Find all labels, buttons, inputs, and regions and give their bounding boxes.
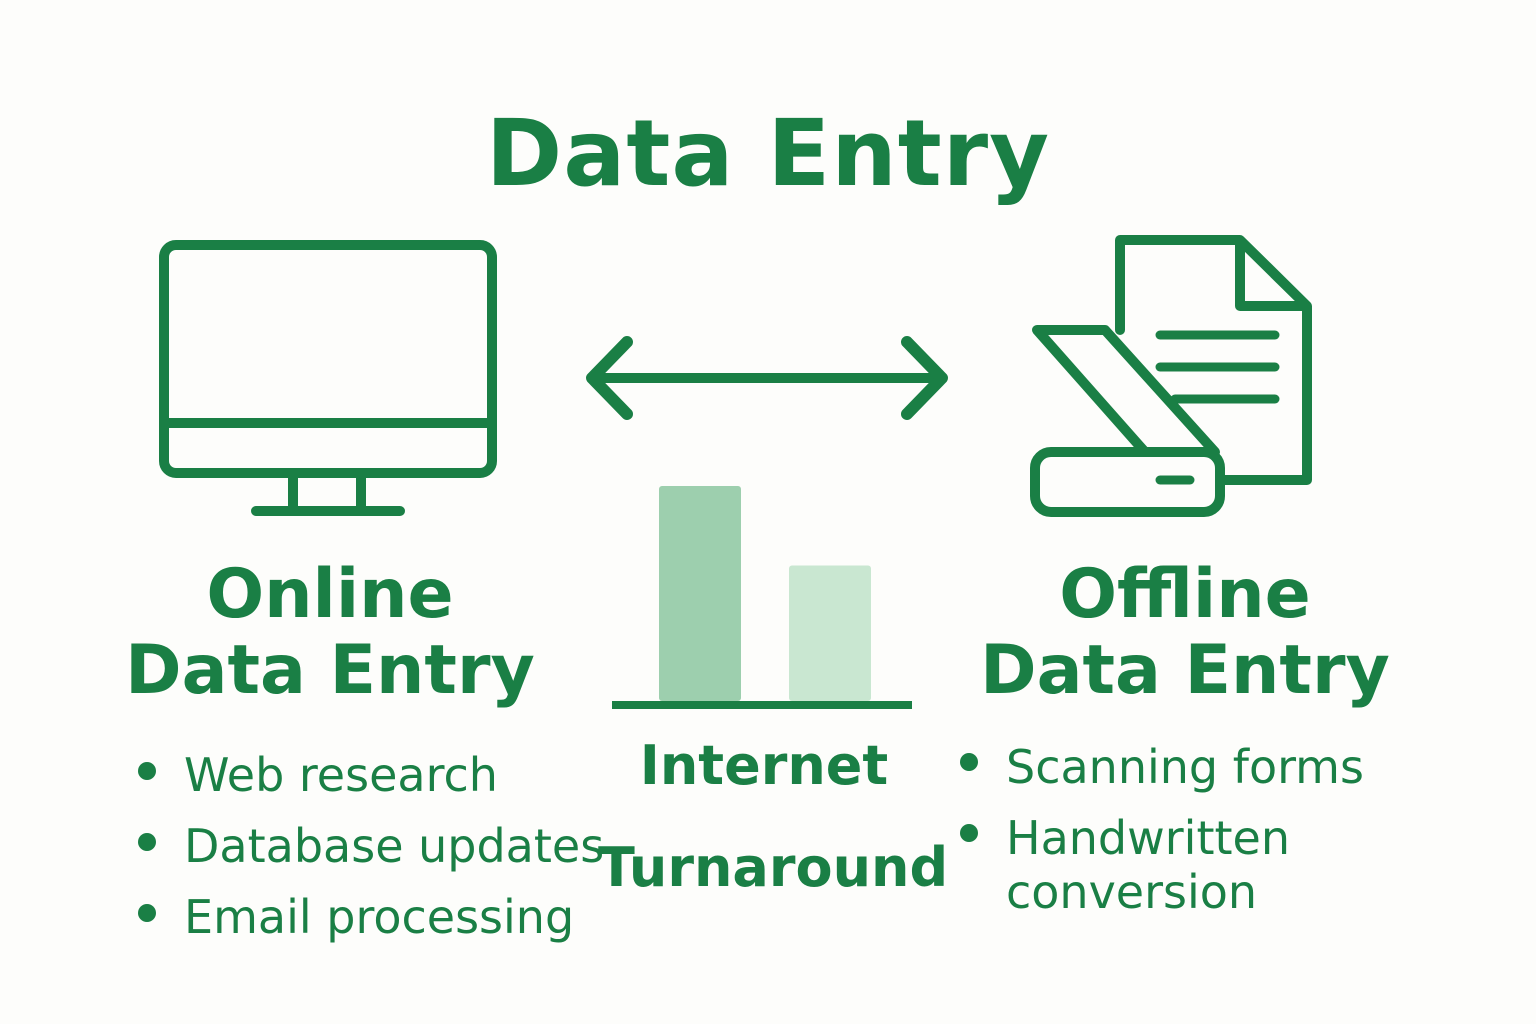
bullet-dot [960,753,978,771]
list-item-label: Handwritten [1006,811,1290,865]
offline-heading-line1: Offline [1059,555,1311,634]
offline-heading: Offline Data Entry [975,557,1395,709]
bullet-dot [138,833,156,851]
bullet-dot [138,904,156,922]
diagram-title: Data Entry [485,100,1051,207]
list-item-label: Database updates [184,819,605,873]
online-heading: Online Data Entry [120,557,540,709]
scanner-document-icon [1030,235,1312,517]
double-arrow-icon [586,336,948,420]
list-item-label: Web research [184,748,498,802]
comparison-bar-1 [659,486,741,701]
monitor-icon [159,240,497,516]
online-heading-line2: Data Entry [125,631,535,710]
list-item-label-continued: conversion [1006,865,1258,919]
offline-heading-line2: Data Entry [980,631,1390,710]
metric-label-internet: Internet [639,734,889,797]
online-list: Web research Database updates Email proc… [138,740,604,953]
list-item: Database updates [138,811,604,882]
list-item: Email processing [138,882,604,953]
bar-chart-icon [612,486,912,709]
list-item: Web research [138,740,604,811]
comparison-bar-2 [789,565,871,701]
metric-label-turnaround: Turnaround [598,836,949,899]
bullet-dot [138,762,156,780]
bullet-dot [960,824,978,842]
online-heading-line1: Online [206,555,454,634]
list-item-label: Scanning forms [1006,740,1364,794]
list-item: Scanning forms [960,740,1364,794]
list-item-label: Email processing [184,890,575,944]
